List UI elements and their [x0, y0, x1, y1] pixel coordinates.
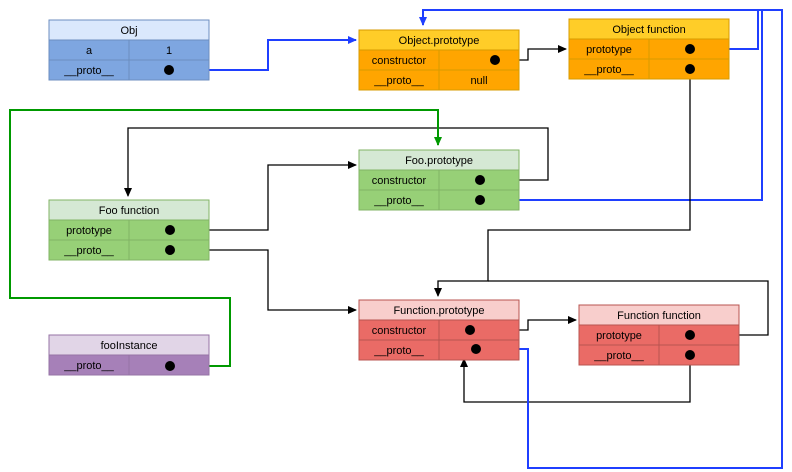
edge-foo-function-proto-to-function-prototype	[170, 249, 357, 314]
node-foo-instance-row-proto-label: __proto__	[63, 360, 114, 372]
node-foo-prototype-title: Foo.prototype	[405, 155, 473, 167]
node-obj-row-proto-label: __proto__	[63, 65, 114, 77]
node-obj-proto-pointer-dot	[164, 65, 174, 75]
node-object-function: Object function prototype __proto__	[568, 18, 730, 80]
node-object-prototype-row-proto-value: null	[470, 75, 487, 87]
edge-foo-prototype-constructor-to-foo-function	[124, 127, 549, 197]
node-object-function-proto-dot	[685, 64, 695, 74]
node-function-prototype-title: Function.prototype	[393, 305, 484, 317]
node-foo-prototype-proto-dot	[475, 195, 485, 205]
node-foo-function: Foo function prototype __proto__	[48, 199, 210, 261]
node-function-function: Function function prototype __proto__	[578, 304, 740, 366]
node-function-prototype-constructor-dot	[465, 325, 475, 335]
node-function-prototype-row-constructor-label: constructor	[372, 325, 427, 337]
node-function-prototype-proto-dot	[471, 344, 481, 354]
node-object-prototype-row-constructor-label: constructor	[372, 55, 427, 67]
node-object-prototype-row-proto-label: __proto__	[373, 75, 424, 87]
node-function-function-prototype-dot	[685, 330, 695, 340]
node-foo-function-title: Foo function	[99, 205, 160, 217]
node-foo-instance-proto-dot	[165, 361, 175, 371]
node-obj: Obj a 1 __proto__	[48, 19, 210, 81]
node-foo-instance-title: fooInstance	[101, 340, 158, 352]
node-foo-prototype-row-proto-label: __proto__	[373, 195, 424, 207]
node-function-function-row-prototype-label: prototype	[596, 330, 642, 342]
node-function-function-row-proto-label: __proto__	[593, 350, 644, 362]
node-obj-row-a-label: a	[86, 45, 93, 57]
node-object-function-prototype-dot	[685, 44, 695, 54]
node-function-function-title: Function function	[617, 310, 701, 322]
node-function-function-proto-dot	[685, 350, 695, 360]
node-object-function-row-proto-label: __proto__	[583, 64, 634, 76]
node-foo-function-prototype-dot	[165, 225, 175, 235]
node-object-function-title: Object function	[612, 24, 685, 36]
node-foo-function-row-proto-label: __proto__	[63, 245, 114, 257]
node-object-prototype-title: Object.prototype	[399, 35, 480, 47]
node-object-prototype-constructor-dot	[490, 55, 500, 65]
node-obj-row-a-value: 1	[166, 45, 172, 57]
node-function-prototype: Function.prototype constructor __proto__	[358, 299, 520, 361]
node-object-function-row-prototype-label: prototype	[586, 44, 632, 56]
node-foo-prototype: Foo.prototype constructor __proto__	[358, 149, 520, 211]
node-foo-function-proto-dot	[165, 245, 175, 255]
node-foo-prototype-constructor-dot	[475, 175, 485, 185]
node-foo-function-row-prototype-label: prototype	[66, 225, 112, 237]
edge-function-function-proto-to-function-prototype	[460, 355, 691, 403]
node-object-prototype: Object.prototype constructor __proto__ n…	[358, 29, 520, 91]
edge-foo-instance-proto-to-foo-prototype	[9, 109, 442, 367]
edge-foo-function-prototype-to-foo-prototype	[170, 161, 357, 231]
edge-foo-prototype-proto-to-object-prototype	[480, 10, 763, 201]
node-function-prototype-row-proto-label: __proto__	[373, 345, 424, 357]
node-foo-prototype-row-constructor-label: constructor	[372, 175, 427, 187]
edge-obj-proto-to-object-prototype	[170, 36, 357, 71]
node-obj-title: Obj	[120, 25, 137, 37]
edge-object-function-proto-to-function-prototype	[434, 70, 691, 297]
node-foo-instance: fooInstance __proto__	[48, 334, 210, 376]
